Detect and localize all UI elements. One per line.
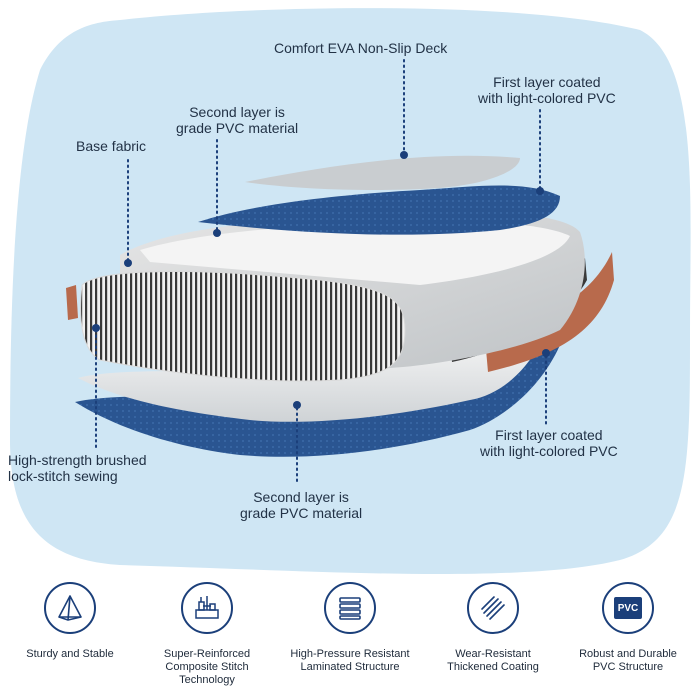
coating-icon	[467, 582, 519, 634]
feature-laminated: High-Pressure Resistant Laminated Struct…	[290, 582, 410, 674]
label-first-layer-top-line2: with light-colored PVC	[478, 90, 616, 106]
label-sewing-line1: High-strength brushed	[8, 452, 147, 468]
feature-laminated-line1: High-Pressure Resistant	[290, 648, 410, 660]
layers-icon	[324, 582, 376, 634]
label-sewing-line2: lock-stitch sewing	[8, 468, 118, 484]
label-first-layer-bottom-line2: with light-colored PVC	[480, 443, 618, 459]
top-eva-deck	[245, 155, 520, 190]
label-second-layer-top-line1: Second layer is	[189, 104, 285, 120]
top-blue-pvc-layer	[198, 185, 560, 235]
feature-pvc-line2: PVC Structure	[592, 661, 664, 673]
label-first-layer-bottom: First layer coated with light-colored PV…	[480, 427, 618, 459]
feature-stitch-line3: Technology	[179, 674, 235, 686]
left-copper-strip	[66, 285, 78, 320]
feature-coating-line2: Thickened Coating	[447, 661, 539, 673]
pvc-badge-text: PVC	[614, 597, 642, 619]
feature-stitch-line2: Composite Stitch	[165, 661, 249, 673]
label-second-layer-top: Second layer is grade PVC material	[176, 104, 298, 136]
pyramid-icon	[44, 582, 96, 634]
feature-pvc-line1: Robust and Durable	[579, 648, 677, 660]
feature-sturdy-line1: Sturdy and Stable	[26, 648, 114, 660]
pvc-badge-icon: PVC	[602, 582, 654, 634]
label-base-fabric: Base fabric	[76, 138, 147, 154]
label-first-layer-bottom-line1: First layer coated	[495, 427, 603, 443]
label-second-layer-top-line2: grade PVC material	[176, 120, 299, 136]
feature-coating-line1: Wear-Resistant	[455, 648, 531, 660]
feature-sturdy: Sturdy and Stable	[10, 582, 130, 661]
board-top-sheet	[140, 221, 570, 285]
feature-laminated-line2: Laminated Structure	[300, 661, 400, 673]
label-second-layer-bottom-line1: Second layer is	[253, 489, 349, 505]
label-first-layer-top-line1: First layer coated	[493, 74, 601, 90]
label-second-layer-bottom: Second layer is grade PVC material	[240, 489, 362, 521]
feature-stitch: Super-Reinforced Composite Stitch Techno…	[147, 582, 267, 687]
label-second-layer-bottom-line2: grade PVC material	[240, 505, 363, 521]
label-deck: Comfort EVA Non-Slip Deck	[274, 40, 448, 56]
leader-lines	[95, 59, 547, 485]
stitch-machine-icon	[181, 582, 233, 634]
label-sewing: High-strength brushed lock-stitch sewing	[8, 452, 147, 484]
leader-dots	[92, 151, 550, 409]
drop-stitch-end	[80, 271, 406, 382]
label-first-layer-top: First layer coated with light-colored PV…	[478, 74, 616, 106]
feature-coating: Wear-Resistant Thickened Coating	[433, 582, 553, 674]
feature-stitch-line1: Super-Reinforced	[163, 648, 251, 660]
feature-pvc: PVC Robust and Durable PVC Structure	[568, 582, 688, 674]
